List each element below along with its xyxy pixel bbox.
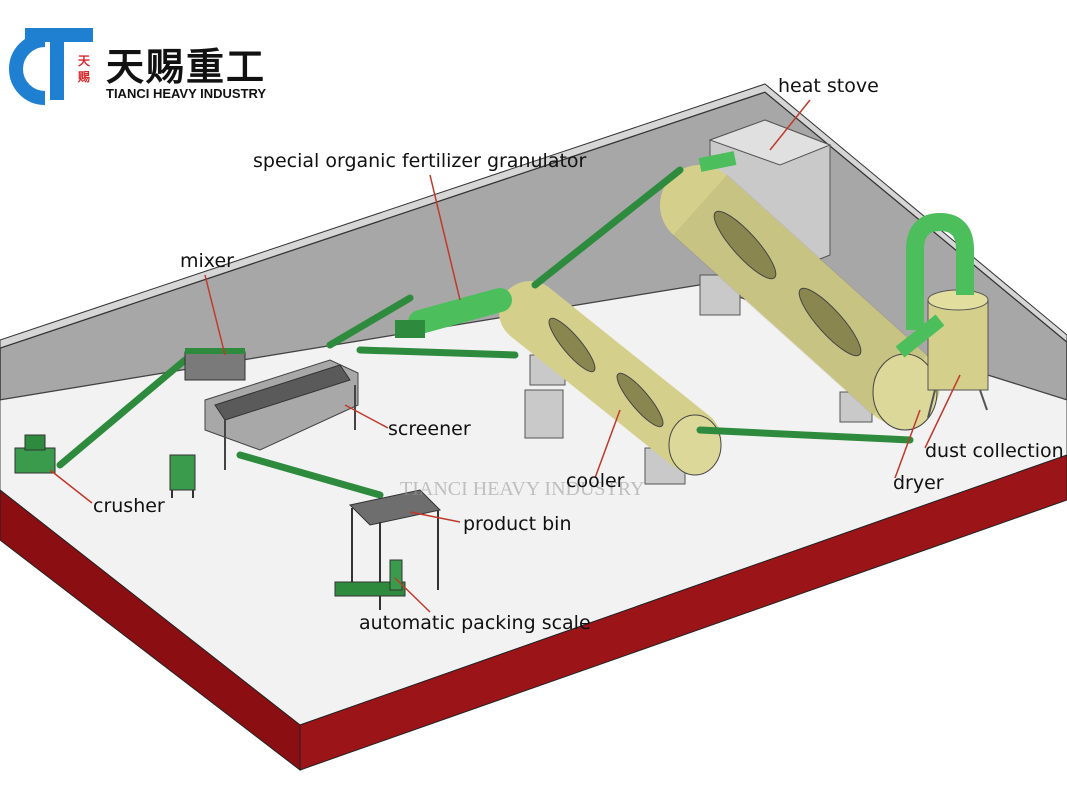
logo-icon-char-2: 赐 (78, 70, 91, 84)
label-cooler: cooler (566, 470, 625, 492)
label-crusher: crusher (93, 495, 165, 517)
label-product-bin: product bin (463, 513, 572, 535)
label-heat-stove: heat stove (778, 75, 879, 97)
logo-icon-char-1: 天 (78, 54, 91, 68)
label-granulator: special organic fertilizer granulator (253, 150, 587, 172)
crusher (14, 434, 56, 474)
mixer (184, 348, 246, 381)
support-block (524, 389, 564, 439)
wall-top-edge (0, 83, 1067, 349)
dust-collector (698, 151, 989, 419)
watermark: TIANCI HEAVY INDUSTRY (400, 478, 645, 500)
brand-name-cn: 天赐重工 (106, 45, 267, 89)
brand-name-en: TIANCI HEAVY INDUSTRY (106, 86, 267, 101)
packing-scale (334, 559, 406, 597)
logo-icon (9, 28, 95, 105)
leader-lines (49, 99, 961, 613)
label-dryer: dryer (893, 472, 944, 494)
conveyors (56, 166, 914, 499)
small-feeder (169, 454, 196, 498)
platform-edge-right (299, 454, 1067, 771)
dryer-drum (660, 165, 940, 431)
label-screener: screener (388, 418, 471, 440)
label-packing-scale: automatic packing scale (359, 612, 591, 634)
granulator (395, 288, 512, 338)
label-mixer: mixer (180, 250, 234, 272)
product-bin (348, 489, 442, 610)
screener (204, 359, 359, 470)
label-dust-collection: dust collection (925, 440, 1064, 462)
